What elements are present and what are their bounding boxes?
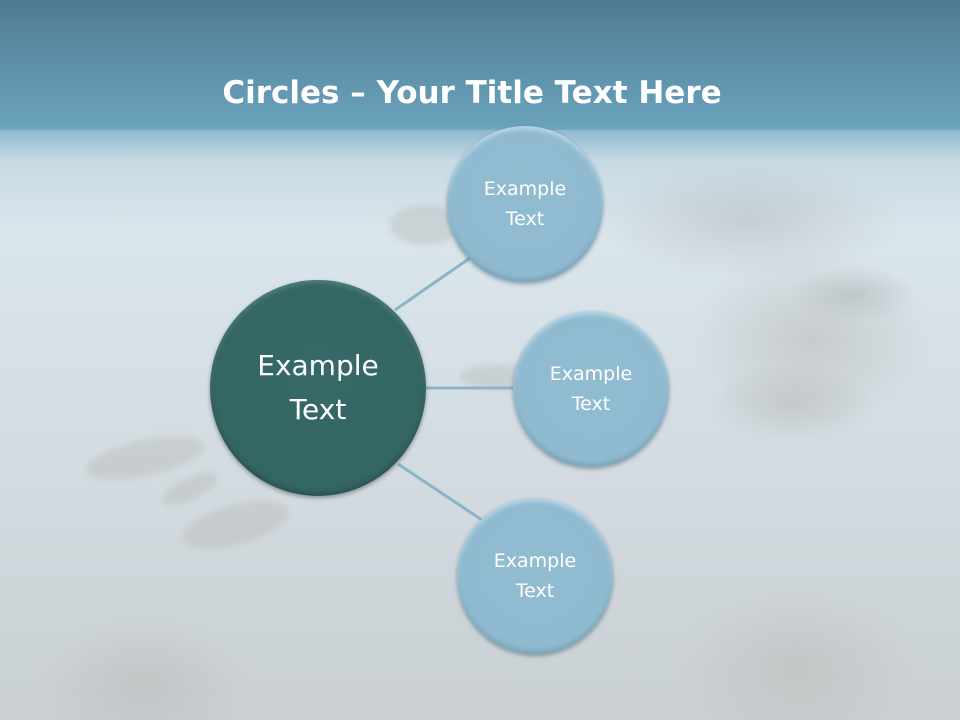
title-bold: Circles <box>222 74 340 111</box>
satellite-middle-line2: Text <box>571 393 611 415</box>
background-sky <box>0 0 960 130</box>
connector-bottom <box>397 462 483 522</box>
center-circle-line1: Example <box>257 349 379 382</box>
satellite-bottom-line2: Text <box>515 580 555 602</box>
satellite-circle-middle[interactable]: Example Text <box>513 311 669 467</box>
title-rest: – Your Title Text Here <box>339 74 722 111</box>
satellite-middle-line1: Example <box>549 363 633 385</box>
satellite-top-line1: Example <box>483 178 567 200</box>
connector-top <box>394 256 471 312</box>
satellite-bottom-line1: Example <box>493 550 577 572</box>
slide-title: Circles – Your Title Text Here <box>0 75 944 111</box>
center-circle[interactable]: Example Text <box>210 280 426 496</box>
satellite-circle-bottom[interactable]: Example Text <box>457 498 613 654</box>
satellite-circle-top[interactable]: Example Text <box>447 126 603 282</box>
satellite-top-line2: Text <box>505 208 545 230</box>
center-circle-line2: Text <box>289 393 347 426</box>
